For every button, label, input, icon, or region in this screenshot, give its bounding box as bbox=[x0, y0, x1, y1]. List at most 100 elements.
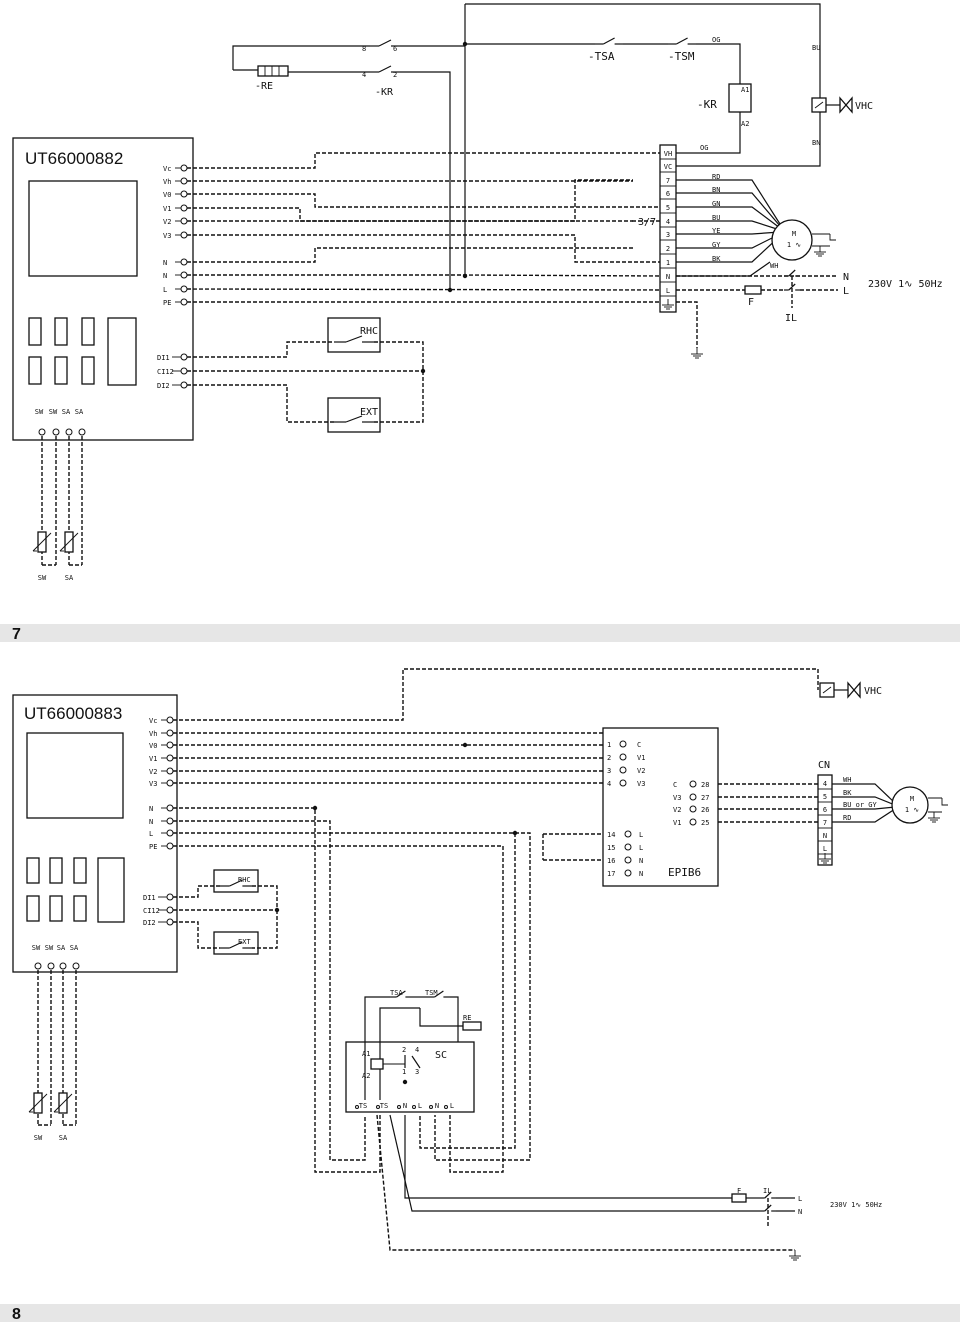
sc-terminal bbox=[355, 1105, 359, 1109]
contact-blade bbox=[345, 415, 363, 423]
supply-l-label: L bbox=[798, 1195, 802, 1203]
figure-number: 8 bbox=[12, 1306, 21, 1323]
strip-terminal-label: 7 bbox=[666, 177, 670, 185]
sc-contact-number: 1 bbox=[402, 1068, 406, 1076]
kr-contact-upper bbox=[370, 39, 400, 47]
sc-terminal-label: L bbox=[450, 1102, 454, 1110]
rhc-contact bbox=[220, 879, 252, 887]
motor-earth-icon bbox=[928, 812, 940, 823]
cn-terminal-label: 7 bbox=[823, 819, 827, 827]
il-switch-n bbox=[784, 269, 800, 277]
junction-dot bbox=[420, 368, 426, 374]
control-button bbox=[54, 356, 68, 385]
supply-n-label: N bbox=[843, 272, 849, 283]
controller-terminal bbox=[166, 716, 174, 724]
wire-rhc-ci bbox=[374, 341, 424, 371]
wire-ci-ext bbox=[374, 371, 424, 423]
motor-wire bbox=[676, 220, 781, 231]
motor-wire bbox=[676, 233, 781, 249]
wire-v0 bbox=[187, 193, 660, 208]
epib-power-terminal bbox=[624, 856, 632, 864]
wire-n1 bbox=[187, 247, 633, 263]
epib-input-number: 3 bbox=[607, 767, 611, 775]
sensor-terminal bbox=[78, 428, 86, 436]
motor-wire-color-label: GY bbox=[712, 241, 721, 249]
strip-terminal-label: L bbox=[666, 287, 670, 295]
vhc-valve-icon bbox=[839, 96, 853, 114]
controller-terminal bbox=[166, 829, 174, 837]
wire-di1 bbox=[173, 885, 220, 898]
caption-bar bbox=[0, 1304, 960, 1322]
motor-wire-wh-label: WH bbox=[770, 262, 778, 270]
controller-terminal-label: PE bbox=[163, 299, 171, 307]
contact-blade bbox=[229, 879, 243, 887]
controller-terminal bbox=[166, 817, 174, 825]
sensor-terminal-label: SA bbox=[75, 408, 84, 416]
wire-di2 bbox=[187, 384, 334, 423]
sc-relay-coil-icon bbox=[370, 1058, 384, 1070]
motor-wire bbox=[676, 206, 781, 229]
sensor-terminal-label: SA bbox=[62, 408, 71, 416]
epib-power-label: N bbox=[639, 870, 643, 878]
epib-input-label: V1 bbox=[637, 754, 645, 762]
contact-blade bbox=[676, 37, 688, 45]
control-button-large bbox=[97, 857, 125, 923]
supply-n-label: N bbox=[798, 1208, 802, 1216]
sensor-terminal-label: SW bbox=[49, 408, 58, 416]
vhc-valve: VHC bbox=[819, 681, 882, 699]
sensor-label: SA bbox=[65, 574, 74, 582]
control-button bbox=[28, 356, 42, 385]
wire-rhc-ci bbox=[252, 885, 278, 910]
figure-8-caption-bar: 8 bbox=[0, 1304, 960, 1323]
thermistor-slash bbox=[28, 1093, 48, 1113]
sensor-terminal bbox=[47, 962, 55, 970]
sensor-terminal-label: SW bbox=[32, 944, 41, 952]
motor-wire bbox=[832, 806, 896, 810]
strip-terminal-label: 1 bbox=[666, 259, 670, 267]
wire-vc bbox=[187, 152, 660, 169]
wire-vc-vhc bbox=[173, 668, 819, 721]
motor-wire bbox=[676, 179, 781, 225]
epib-input-terminal bbox=[619, 766, 627, 774]
motor-wire-color-label: BK bbox=[843, 789, 852, 797]
strip-terminal-label: 6 bbox=[666, 190, 670, 198]
contact-blade bbox=[764, 1191, 772, 1199]
motor-wire-color-label: GN bbox=[712, 200, 720, 208]
epib-output-number: 26 bbox=[701, 806, 709, 814]
pe-wire bbox=[376, 1114, 795, 1251]
wire-n1 bbox=[173, 807, 381, 1173]
ext-box bbox=[327, 397, 381, 433]
motor-phase-label: 1 ∿ bbox=[905, 806, 919, 814]
controller-terminal-label: N bbox=[149, 818, 153, 826]
kr-contact-number: 4 bbox=[362, 71, 366, 79]
controller-terminal-label: Vh bbox=[149, 730, 157, 738]
controller-terminal-label: PE bbox=[149, 843, 157, 851]
il-switch-l bbox=[784, 283, 800, 291]
wire-di2 bbox=[173, 921, 220, 949]
motor-wire-color-label: BN bbox=[712, 186, 720, 194]
kr-contact-number: 6 bbox=[393, 45, 397, 53]
fuse-label: F bbox=[748, 297, 754, 308]
motor-wire-color-label: YE bbox=[712, 227, 720, 235]
control-button bbox=[54, 317, 68, 346]
switch-label: IL bbox=[785, 313, 797, 324]
epib-output-terminal bbox=[689, 818, 697, 826]
motor-wire-color-label: BK bbox=[712, 255, 721, 263]
supply-n-a bbox=[389, 1114, 760, 1212]
thermistor-slash bbox=[32, 532, 52, 552]
wire-n2 bbox=[173, 820, 366, 1161]
contact-blade bbox=[378, 65, 392, 73]
coil-a1-label: A1 bbox=[741, 86, 749, 94]
model-number: UT66000883 bbox=[24, 704, 122, 723]
contact-blade bbox=[788, 283, 796, 291]
motor-wire bbox=[676, 235, 781, 263]
controller-terminal-label: V3 bbox=[163, 232, 171, 240]
tsm-label: TSM bbox=[425, 989, 438, 997]
controller-terminal-label: Vc bbox=[149, 717, 157, 725]
heater-re-icon bbox=[462, 1021, 482, 1031]
cn-terminal-label: 4 bbox=[823, 780, 827, 788]
